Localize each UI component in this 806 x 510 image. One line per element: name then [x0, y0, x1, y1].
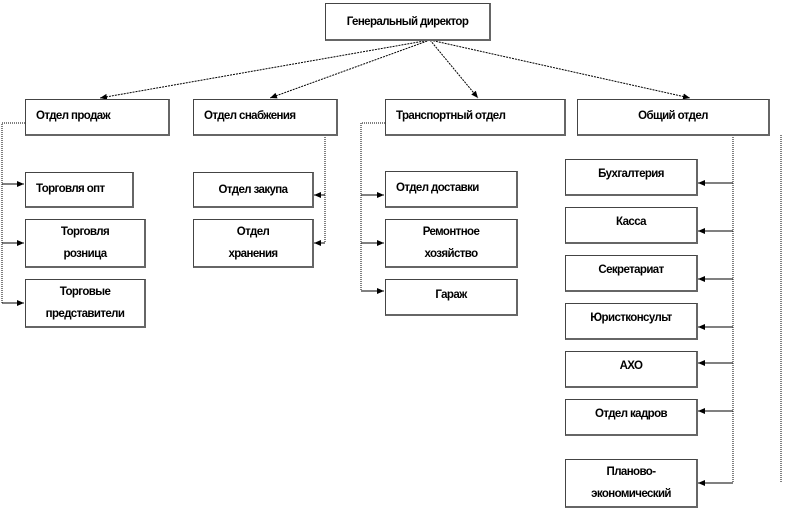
- unit-hr: Отдел кадров: [565, 399, 698, 436]
- unit-storage: Отдел хранения: [193, 219, 314, 268]
- dept-general: Общий отдел: [577, 99, 770, 136]
- unit-admin: АХО: [565, 351, 698, 388]
- arrow-director-general: [429, 39, 691, 100]
- unit-cash: Касса: [565, 207, 698, 244]
- dept-transport: Транспортный отдел: [385, 99, 566, 136]
- unit-repair: Ремонтное хозяйство: [385, 219, 518, 268]
- unit-purchasing: Отдел закупа: [193, 172, 314, 208]
- director-box: Генеральный директор: [325, 3, 491, 41]
- unit-planning: Планово-экономический: [565, 459, 698, 508]
- dept-sales: Отдел продаж: [25, 99, 170, 136]
- unit-wholesale: Торговля опт: [25, 172, 134, 208]
- unit-garage: Гараж: [385, 279, 518, 316]
- unit-sales-reps: Торговые представители: [25, 279, 146, 328]
- unit-accounting: Бухгалтерия: [565, 159, 698, 196]
- unit-secretariat: Секретариат: [565, 255, 698, 292]
- arrow-director-supply: [269, 39, 431, 99]
- arrow-director-sales: [99, 39, 431, 100]
- unit-retail: Торговля розница: [25, 219, 146, 268]
- unit-legal: Юристконсульт: [565, 303, 698, 340]
- dept-supply: Отдел снабжения: [193, 99, 338, 136]
- unit-delivery: Отдел доставки: [385, 171, 518, 208]
- arrow-director-transport: [429, 39, 479, 99]
